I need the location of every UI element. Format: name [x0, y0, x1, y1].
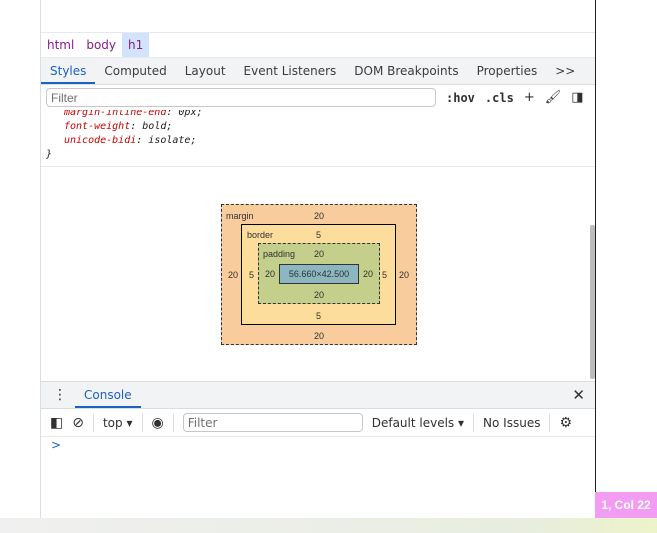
tab-dom-breakpoints[interactable]: DOM Breakpoints: [354, 64, 459, 78]
css-close-brace: }: [46, 149, 53, 160]
box-model-diagram: margin 20 20 20 20 border 5 5 5 5 paddin…: [221, 204, 417, 345]
toolbar-divider: [473, 413, 475, 432]
css-declaration[interactable]: font-weight: bold;: [64, 121, 173, 132]
more-vert-icon[interactable]: ⋮: [53, 387, 67, 403]
tab-event-listeners[interactable]: Event Listeners: [243, 64, 337, 78]
tab-computed[interactable]: Computed: [104, 64, 167, 78]
padding-top-value[interactable]: 20: [314, 249, 325, 259]
breadcrumb-body[interactable]: body: [86, 38, 117, 52]
padding-left-value[interactable]: 20: [265, 269, 276, 279]
hov-button[interactable]: :hov: [446, 90, 475, 105]
tab-styles[interactable]: Styles: [41, 58, 96, 84]
close-icon[interactable]: ✕: [572, 386, 585, 404]
devtools-panel: html body h1 Styles Computed Layout Even…: [40, 0, 596, 518]
chevron-down-icon: ▾: [126, 415, 133, 430]
context-label: top: [102, 415, 123, 430]
toolbar-divider: [141, 413, 143, 432]
toolbar-divider: [92, 413, 94, 432]
styles-scrollbar[interactable]: [590, 225, 595, 379]
console-filter-input[interactable]: Filter: [182, 413, 363, 432]
log-levels-label: Default levels: [371, 415, 455, 430]
top-area: [41, 0, 595, 33]
log-levels-select[interactable]: Default levels ▾: [372, 416, 464, 430]
toolbar-divider: [172, 413, 174, 432]
border-right-value[interactable]: 5: [382, 270, 388, 280]
toggle-sidebar-icon[interactable]: ◨: [571, 90, 584, 105]
margin-bottom-value[interactable]: 20: [314, 331, 325, 341]
eye-icon[interactable]: ◉: [151, 414, 164, 431]
console-drawer-header: ⋮ Console ✕: [41, 381, 595, 408]
border-bottom-value[interactable]: 5: [316, 311, 322, 321]
breadcrumb-html[interactable]: html: [47, 38, 75, 52]
border-left-value[interactable]: 5: [249, 270, 255, 280]
css-rule-block: margin-inline-end: 0px; font-weight: bol…: [41, 110, 595, 167]
chevron-down-icon: ▾: [458, 415, 465, 430]
margin-left-value[interactable]: 20: [228, 270, 239, 280]
console-prompt[interactable]: >: [51, 438, 62, 452]
padding-label: padding: [263, 249, 296, 259]
styles-tab-bar: Styles Computed Layout Event Listeners D…: [41, 58, 595, 85]
add-rule-icon[interactable]: +: [523, 90, 535, 105]
console-toolbar: ◧ ⊘ top ▾ ◉ Filter Default levels ▾ No I…: [41, 408, 595, 437]
css-declaration[interactable]: unicode-bidi: isolate;: [64, 135, 197, 146]
margin-label: margin: [226, 211, 254, 221]
margin-top-value[interactable]: 20: [314, 211, 325, 221]
context-select[interactable]: top ▾: [103, 416, 133, 430]
tab-properties[interactable]: Properties: [476, 64, 538, 78]
padding-right-value[interactable]: 20: [363, 269, 374, 279]
issues-button[interactable]: No Issues: [483, 415, 541, 430]
border-label: border: [247, 230, 274, 240]
styles-filter-input[interactable]: Filter: [46, 88, 436, 107]
cls-button[interactable]: .cls: [484, 90, 514, 105]
toolbar-divider: [549, 413, 551, 432]
paint-icon[interactable]: 🖌: [544, 90, 562, 105]
css-declaration[interactable]: margin-inline-end: 0px;: [64, 110, 203, 118]
cursor-position-status: 1, Col 22: [595, 492, 657, 518]
tabs-overflow-button[interactable]: >>: [555, 64, 576, 78]
breadcrumb-h1[interactable]: h1: [122, 33, 150, 57]
bottom-status-bar: [0, 518, 657, 533]
console-sidebar-icon[interactable]: ◧: [50, 414, 64, 431]
tab-console[interactable]: Console: [75, 382, 141, 408]
border-top-value[interactable]: 5: [316, 230, 322, 240]
clear-console-icon[interactable]: ⊘: [72, 414, 84, 431]
styles-filter-bar: Filter :hov .cls + 🖌 ◨: [41, 85, 595, 110]
padding-bottom-value[interactable]: 20: [314, 290, 325, 300]
breadcrumb: html body h1: [41, 33, 595, 58]
gear-icon[interactable]: ⚙: [559, 414, 573, 431]
tab-layout[interactable]: Layout: [184, 64, 226, 78]
box-content[interactable]: 56.660×42.500: [279, 264, 359, 284]
margin-right-value[interactable]: 20: [399, 270, 410, 280]
